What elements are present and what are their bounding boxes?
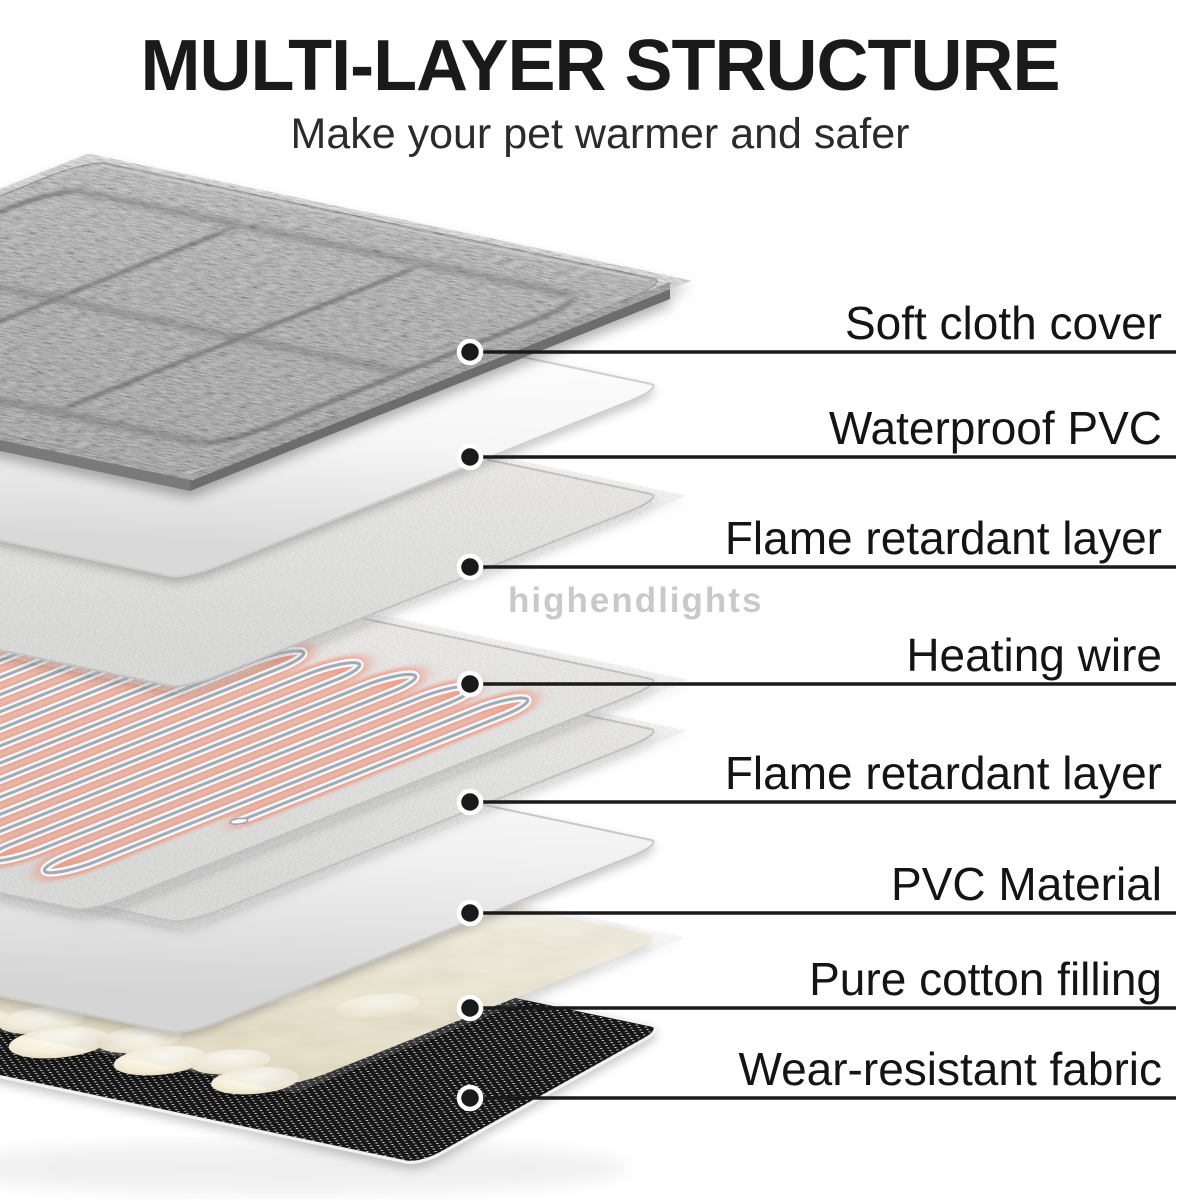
layer-soft-cloth-cover [0, 160, 670, 491]
callout-wear-resistant-fabric: Wear-resistant fabric [456, 1043, 1176, 1112]
callout-flame-retardant-bottom: Flame retardant layer [456, 747, 1176, 816]
layer-label-flame-retardant-bottom: Flame retardant layer [725, 747, 1162, 799]
pad-side-left [0, 434, 190, 491]
ground-shadow [0, 1142, 630, 1194]
callout-dot [456, 553, 484, 581]
callout-dot [456, 899, 484, 927]
callout-soft-cloth-cover: Soft cloth cover [456, 297, 1176, 366]
callout-dot [456, 443, 484, 471]
header: MULTI-LAYER STRUCTURE Make your pet warm… [0, 30, 1200, 159]
callout-dot [456, 788, 484, 816]
layer-label-pure-cotton-filling: Pure cotton filling [809, 953, 1162, 1005]
callout-pure-cotton-filling: Pure cotton filling [456, 953, 1176, 1022]
callout-dot [456, 994, 484, 1022]
layer-label-wear-resistant-fabric: Wear-resistant fabric [738, 1043, 1162, 1095]
pad-side-front [190, 282, 670, 491]
pad-quilting [0, 187, 589, 446]
callout-dot [456, 670, 484, 698]
layer-label-pvc-material: PVC Material [891, 858, 1162, 910]
layer-label-heating-wire: Heating wire [906, 629, 1162, 681]
layer-label-flame-retardant-top: Flame retardant layer [725, 512, 1162, 564]
layer-heating-wire [0, 560, 665, 912]
watermark-text: highendlights [508, 581, 763, 620]
page-subtitle: Make your pet warmer and safer [290, 110, 910, 158]
wire-end-cap [227, 817, 252, 825]
heating-wire-coil [0, 595, 545, 882]
layer-label-soft-cloth-cover: Soft cloth cover [845, 297, 1162, 349]
callout-dot [456, 338, 484, 366]
callout-flame-retardant-top: Flame retardant layer [456, 512, 1176, 581]
page-title: MULTI-LAYER STRUCTURE [140, 26, 1061, 106]
callout-heating-wire: Heating wire [456, 629, 1176, 698]
layer-label-waterproof-pvc: Waterproof PVC [829, 402, 1162, 454]
callout-dot [456, 1084, 484, 1112]
callout-pvc-material: PVC Material [456, 858, 1176, 927]
callout-waterproof-pvc: Waterproof PVC [456, 402, 1176, 471]
